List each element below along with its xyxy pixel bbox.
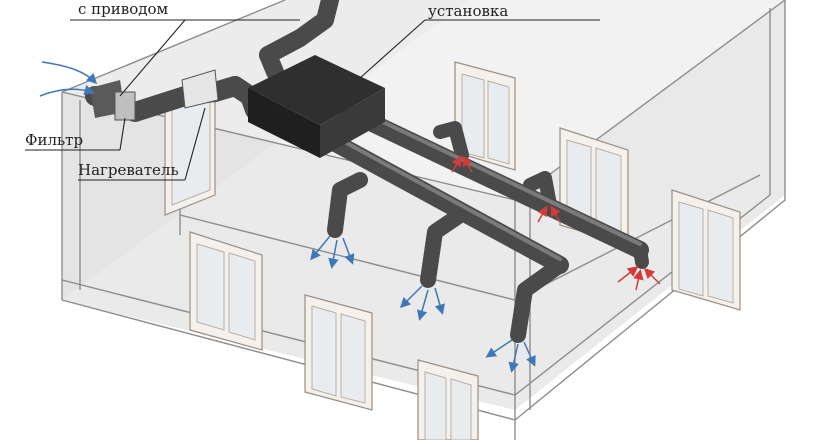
filter-label: Фильтр bbox=[25, 131, 84, 149]
windows bbox=[164, 61, 741, 441]
intake-components bbox=[90, 69, 219, 121]
leader-lines bbox=[25, 19, 600, 181]
window bbox=[559, 127, 629, 246]
window bbox=[417, 359, 479, 441]
window bbox=[304, 294, 373, 411]
heater-label: Нагреватель bbox=[78, 161, 179, 179]
ductwork bbox=[85, 0, 649, 343]
air-handling-unit bbox=[248, 55, 385, 158]
airflow-arrows bbox=[39, 61, 661, 373]
window bbox=[189, 231, 263, 351]
damper-label: с приводом bbox=[78, 0, 169, 18]
window bbox=[454, 61, 516, 171]
unit-label: установка bbox=[428, 2, 509, 20]
window bbox=[671, 189, 741, 311]
